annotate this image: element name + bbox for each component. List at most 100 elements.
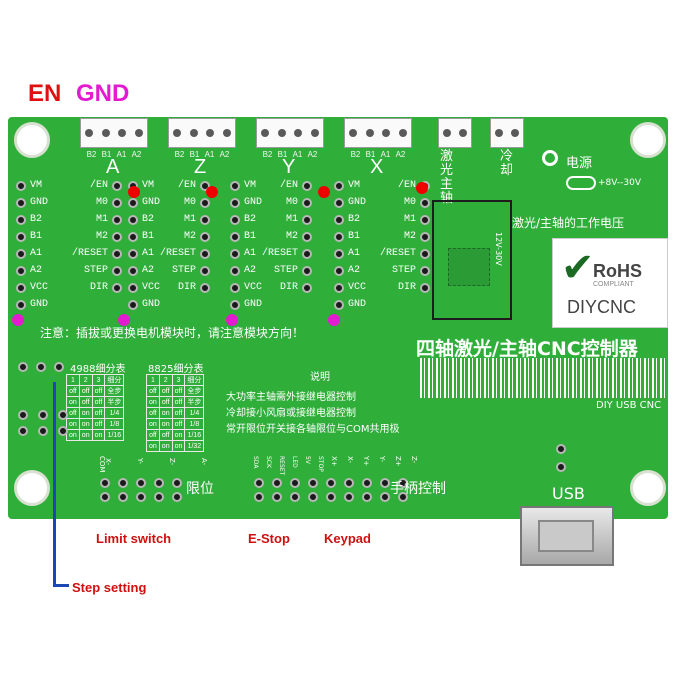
driver-x-left-pins: VM GND B2 B1 A1 A2 VCC GND [334, 180, 366, 310]
pin-label: A2 [307, 150, 318, 159]
header-pin [290, 478, 300, 488]
axis-label-z: Z [194, 156, 207, 178]
table-header: 3 [91, 374, 106, 386]
gnd-marker-dot [12, 314, 24, 326]
en-label: EN [28, 80, 62, 107]
step-jumper-header [18, 362, 68, 372]
pin-label: GND [244, 299, 263, 310]
header-pin [420, 265, 431, 276]
pin-label: B1 [348, 231, 361, 242]
header-pin [334, 197, 344, 208]
pin-label: Z- [410, 456, 418, 464]
table-header: 1 [66, 374, 80, 386]
table-cell: on [78, 429, 93, 441]
pin-label: /EN [178, 180, 197, 191]
instruction-line: 冷却接小风扇或接继电器控制 [226, 408, 356, 419]
pin-label: M1 [184, 214, 197, 225]
pin-label: Y- [378, 456, 386, 462]
pin-label: /RESET [262, 248, 299, 259]
table-cell: on [146, 418, 160, 430]
table-cell: on [171, 440, 186, 452]
limit-switch-header[interactable] [100, 478, 186, 502]
header-pin [200, 180, 211, 191]
gnd-label: GND [76, 80, 130, 107]
driver-y-left-pins: VM GND B2 B1 A1 A2 VCC GND [230, 180, 262, 310]
table-cell: 1/8 [184, 418, 205, 430]
estop-callout: E-Stop [248, 531, 290, 546]
header-pin [16, 299, 26, 310]
table-header: 1 [146, 374, 160, 386]
header-pin [112, 180, 123, 191]
table-cell: off [78, 385, 93, 397]
header-pin [16, 248, 26, 259]
pin-label: B2 [262, 150, 273, 159]
table-cell: on [158, 440, 173, 452]
mounting-hole-bottom-right [630, 470, 666, 506]
pin-label: A2 [142, 265, 155, 276]
power-label: 电源 [566, 156, 593, 171]
header-pin [230, 180, 240, 191]
table-cell: off [78, 396, 93, 408]
pin-label: A1 [244, 248, 257, 259]
header-pin [112, 265, 123, 276]
header-pin [272, 492, 282, 502]
pin-label: A2 [348, 265, 361, 276]
table-cell: 1/16 [184, 429, 205, 441]
table-cell: on [146, 396, 160, 408]
table-cell: on [78, 407, 93, 419]
driver-left-pins: VM GND B2 B1 A1 A2 VCC GND [16, 180, 48, 310]
header-pin [136, 492, 146, 502]
table-cell: 全步 [104, 385, 125, 397]
header-pin [230, 214, 240, 225]
header-pin [128, 248, 138, 259]
header-pin [420, 197, 431, 208]
table-header: 细分 [184, 374, 205, 386]
gnd-marker-dot [226, 314, 238, 326]
header-pin [556, 462, 566, 472]
header-pin [16, 265, 26, 276]
mounting-hole-top-right [630, 122, 666, 158]
pin-label: Y- [136, 458, 144, 464]
table-cell: off [171, 385, 186, 397]
estop-pin-labels: SDA SCK RESET LED 5V STOP [252, 456, 324, 475]
compliant-text: COMPLIANT [593, 281, 634, 288]
header-pin [16, 282, 26, 293]
table-cell: off [91, 396, 106, 408]
pin-label: B1 [277, 150, 288, 159]
header-pin [344, 492, 354, 502]
pin-label: GND [348, 197, 367, 208]
pin-label: SCK [265, 456, 272, 468]
header-pin [420, 248, 431, 259]
pin-label: VCC [348, 282, 367, 293]
pin-label: /EN [280, 180, 299, 191]
table-cell: on [171, 429, 186, 441]
header-pin [16, 197, 26, 208]
rohs-text: RoHS [593, 261, 642, 281]
pin-label: /EN [90, 180, 109, 191]
table-cell: off [66, 385, 80, 397]
header-pin [334, 180, 344, 191]
pin-label: GND [30, 197, 49, 208]
driver-z-left-pins: VM GND B2 B1 A1 A2 VCC GND [128, 180, 160, 310]
pin-label: GND [244, 197, 263, 208]
table-cell: on [158, 407, 173, 419]
header-pin [254, 492, 264, 502]
header-pin [326, 492, 336, 502]
header-pin [200, 214, 211, 225]
header-pin [200, 231, 211, 242]
table-cell: off [158, 385, 173, 397]
pin-label: STEP [392, 265, 417, 276]
table-cell: on [91, 429, 106, 441]
work-voltage-label: 激光/主轴的工作电压 [512, 216, 625, 230]
a4988-table-title: 4988细分表 [70, 364, 126, 375]
table-cell: on [146, 440, 160, 452]
table-cell: on [66, 396, 80, 408]
callout-line-horizontal [53, 584, 69, 587]
driver-y-right-pins: /EN M0 M1 M2 /RESET STEP DIR [262, 180, 313, 293]
estop-keypad-header[interactable] [254, 478, 412, 502]
usb-port[interactable] [520, 506, 614, 566]
